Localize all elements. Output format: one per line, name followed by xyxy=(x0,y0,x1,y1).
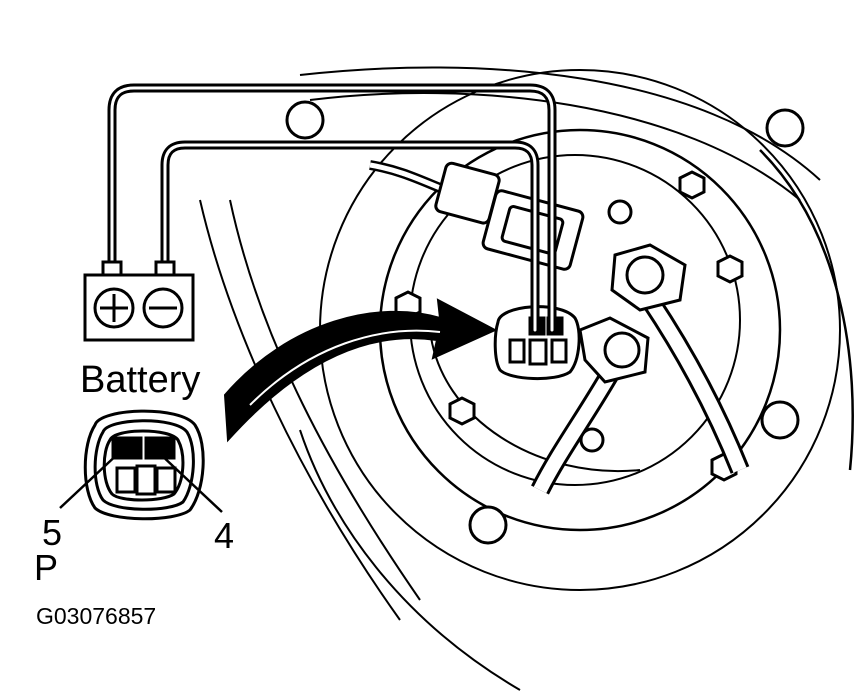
battery-label: Battery xyxy=(80,359,200,401)
pin-4-leader xyxy=(157,451,223,513)
battery xyxy=(83,260,195,342)
flange-bolt-holes xyxy=(285,100,805,545)
test-leads xyxy=(107,83,557,335)
plus-icon xyxy=(93,287,135,329)
connector-detail xyxy=(83,409,205,521)
pointer-arrow xyxy=(223,298,498,443)
pin-5-label: 5 xyxy=(42,512,62,553)
connector-letter-label: P xyxy=(34,547,58,588)
pin-5-leader xyxy=(59,449,123,509)
minus-icon xyxy=(142,287,184,329)
hex-bolts xyxy=(394,170,744,482)
figure-code: G03076857 xyxy=(36,603,156,629)
pin-leaders xyxy=(59,449,223,513)
pin-4-label: 4 xyxy=(214,515,234,556)
ground-terminals xyxy=(531,243,750,495)
